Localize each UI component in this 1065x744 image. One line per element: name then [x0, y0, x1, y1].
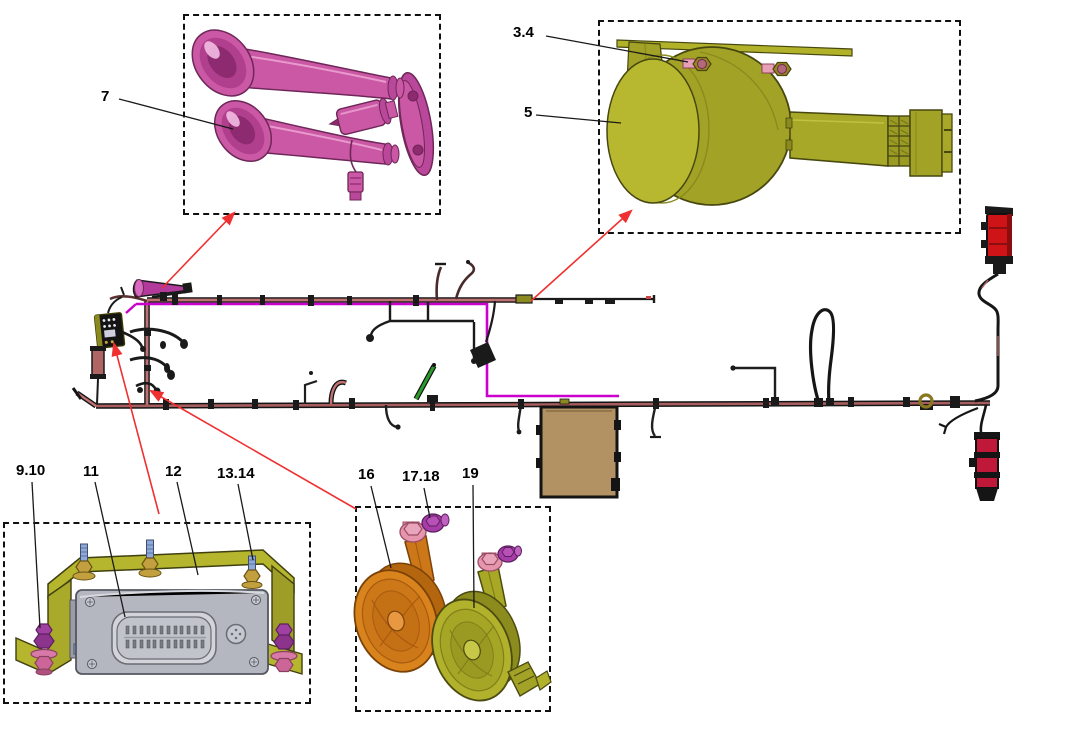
ecu-mount-bolt-left [30, 623, 58, 676]
service-loop [808, 308, 836, 404]
horn-connector [909, 109, 943, 177]
ecu-connector [111, 611, 217, 665]
harness-clips-top [144, 294, 615, 371]
ecu-stud-center [138, 539, 162, 578]
disc-horn-olive-bolt [477, 545, 522, 572]
lamp-wire-top [974, 272, 1000, 403]
small-bracket [91, 348, 105, 376]
horn-mount-bolt-right [761, 61, 792, 77]
disc-horn-orange-bolt [399, 513, 450, 543]
leader-lines [31, 35, 689, 629]
detail-ecu-module [15, 539, 303, 676]
detail-disc-horns [353, 513, 552, 702]
callout-label-17-18: 17.18 [402, 468, 440, 485]
callout-label-12: 12 [165, 463, 182, 480]
green-wire [414, 365, 436, 400]
bulkhead-connector [93, 312, 126, 349]
detail-box-ecu [3, 522, 311, 704]
eyelet-ring [918, 393, 934, 409]
locator-arrows [111, 209, 633, 515]
harness-main-lines [71, 294, 991, 411]
ecu-stud-right [241, 555, 263, 589]
callout-label-13-14: 13.14 [217, 465, 255, 482]
detail-twin-air-horns [191, 29, 435, 201]
callout-label-7: 7 [101, 88, 110, 105]
marker-lamp-top [981, 206, 1013, 274]
callout-label-5: 5 [524, 104, 533, 121]
junction-box [536, 405, 621, 499]
ecu-mount-bolt-right [270, 623, 298, 673]
magenta-wire [136, 302, 619, 398]
marker-lamp-bottom [938, 404, 1000, 501]
harness-left-cluster [90, 279, 193, 405]
mini-horn-on-harness [132, 279, 193, 301]
ecu-stud-left [72, 543, 96, 581]
callout-label-16: 16 [358, 466, 375, 483]
inline-connector [515, 294, 533, 304]
horn-mount-bolt-left [682, 56, 712, 72]
harness-clips-bottom [163, 395, 960, 411]
callout-label-3-4: 3.4 [513, 24, 534, 41]
disc-horn-olive [431, 565, 552, 702]
callout-label-19: 19 [462, 465, 479, 482]
detail-box-drum-horn [598, 20, 961, 234]
detail-box-air-horns [183, 14, 441, 215]
harness-branches [303, 260, 836, 439]
callout-label-9-10: 9.10 [16, 462, 46, 479]
harness-assembly [71, 206, 1013, 501]
branch-connector-cluster [470, 342, 496, 368]
detail-drum-horn [606, 39, 953, 206]
callout-label-11: 11 [83, 463, 99, 480]
horn-solenoid [328, 98, 399, 136]
